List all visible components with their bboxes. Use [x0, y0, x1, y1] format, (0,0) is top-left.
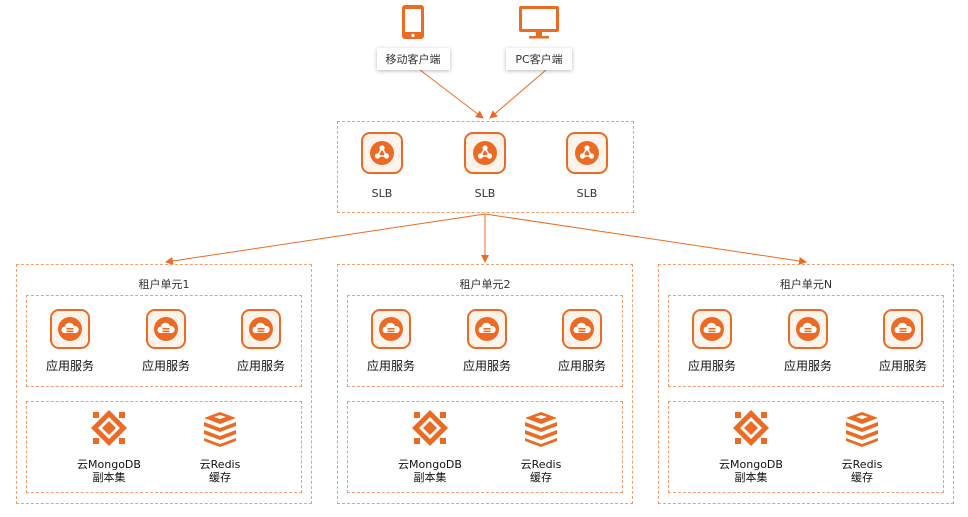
client-mobile: 移动客户端: [358, 4, 468, 70]
tenant-unit-title: 租户单元2: [459, 278, 511, 291]
app-service-icon: [562, 309, 602, 349]
mobile-phone-icon: [402, 5, 424, 39]
redis-icon: [493, 408, 589, 452]
storage-label-line2: 缓存: [851, 471, 873, 484]
app-service-icon: [692, 309, 732, 349]
tenant-unit-title: 租户单元N: [779, 278, 833, 291]
tenant-unit-title: 租户单元1: [138, 278, 190, 291]
app-service: 应用服务: [863, 309, 943, 374]
load-balancer-icon: [566, 132, 608, 174]
app-service-icon: [788, 309, 828, 349]
app-service-label: 应用服务: [687, 359, 736, 373]
arrow-slb-to-unit-n: [484, 213, 807, 265]
app-service-label: 应用服务: [366, 359, 415, 373]
app-service: 应用服务: [447, 309, 527, 374]
app-service-label: 应用服务: [557, 359, 606, 373]
app-service-icon: [883, 309, 923, 349]
storage-label-line2: 缓存: [530, 471, 552, 484]
storage-label-line1: 云Redis: [520, 458, 562, 471]
arrow-mobile-to-slb: [419, 69, 484, 119]
client-pc: PC客户端: [484, 4, 594, 70]
slb-label: SLB: [371, 187, 393, 200]
app-service-label: 应用服务: [783, 359, 832, 373]
app-service-group: [668, 295, 944, 387]
app-service-label: 应用服务: [45, 359, 94, 373]
storage-label-line2: 缓存: [209, 471, 231, 484]
redis-icon: [814, 408, 910, 452]
storage-label-line1: 云MongoDB: [719, 458, 783, 471]
app-service: 应用服务: [542, 309, 622, 374]
tenant-unit: [658, 264, 954, 504]
arrow-pc-to-slb: [489, 69, 547, 119]
client-label: PC客户端: [506, 48, 572, 70]
app-service-icon: [146, 309, 186, 349]
storage-label-line2: 副本集: [734, 471, 768, 484]
app-service: 应用服务: [126, 309, 206, 374]
mongodb-icon: [61, 408, 157, 452]
storage-group: [26, 401, 302, 493]
app-service-label: 应用服务: [462, 359, 511, 373]
storage-label-line1: 云Redis: [199, 458, 241, 471]
storage-label-line1: 云Redis: [841, 458, 883, 471]
storage-group: [347, 401, 623, 493]
tenant-unit: [16, 264, 312, 504]
app-service: 应用服务: [672, 309, 752, 374]
storage-label-line2: 副本集: [413, 471, 447, 484]
app-service: 应用服务: [221, 309, 301, 374]
slb-item: SLB: [352, 132, 412, 200]
app-service: 应用服务: [351, 309, 431, 374]
load-balancer-icon: [464, 132, 506, 174]
client-label: 移动客户端: [376, 48, 450, 70]
storage-label-line1: 云MongoDB: [77, 458, 141, 471]
mongodb-icon: [382, 408, 478, 452]
arrow-slb-to-unit-1: [165, 213, 486, 265]
monitor-icon: [519, 6, 559, 39]
app-service-icon: [371, 309, 411, 349]
slb-group: [337, 121, 634, 213]
app-service-group: [347, 295, 623, 387]
app-service-icon: [50, 309, 90, 349]
app-service-label: 应用服务: [878, 359, 927, 373]
mongodb-icon: [703, 408, 799, 452]
slb-label: SLB: [576, 187, 598, 200]
redis-icon: [172, 408, 268, 452]
app-service-group: [26, 295, 302, 387]
app-service-label: 应用服务: [236, 359, 285, 373]
app-service-icon: [241, 309, 281, 349]
storage-label-line1: 云MongoDB: [398, 458, 462, 471]
app-service-icon: [467, 309, 507, 349]
slb-item: SLB: [557, 132, 617, 200]
slb-item: SLB: [455, 132, 515, 200]
slb-label: SLB: [474, 187, 496, 200]
app-service: 应用服务: [768, 309, 848, 374]
tenant-unit: [337, 264, 633, 504]
storage-group: [668, 401, 944, 493]
app-service: 应用服务: [30, 309, 110, 374]
storage-label-line2: 副本集: [92, 471, 126, 484]
app-service-label: 应用服务: [141, 359, 190, 373]
load-balancer-icon: [361, 132, 403, 174]
